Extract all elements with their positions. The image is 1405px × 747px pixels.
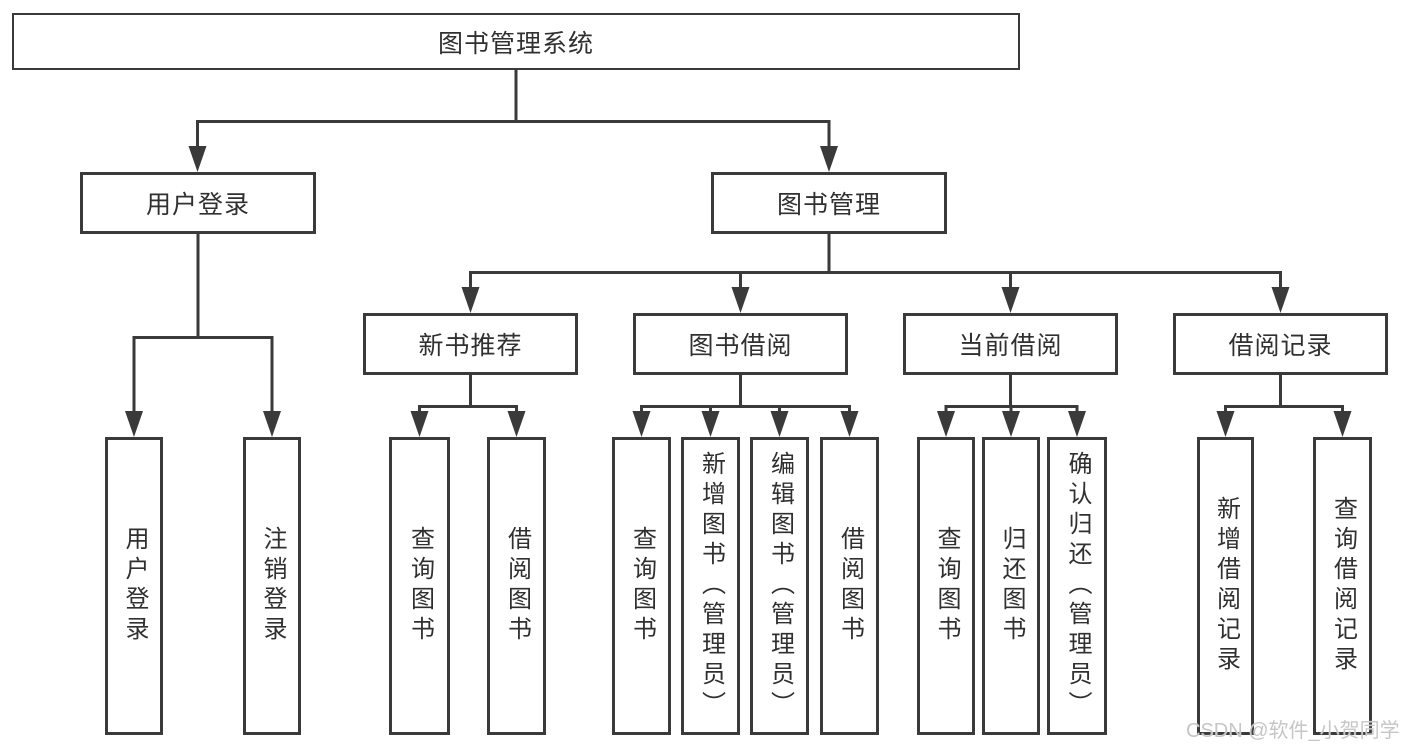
leaf-label: 编辑图书（管理员） [766,451,794,721]
arrow-down-icon [188,146,207,172]
arrow-down-icon [507,411,526,437]
arrow-down-icon [632,411,651,437]
node-user-login: 用户登录 [80,172,316,234]
leaf-add-book-admin: 新增图书（管理员） [681,437,740,735]
connector-new-rec-children [410,375,526,437]
arrow-down-icon [1333,411,1352,437]
connector-line [469,234,1282,289]
arrow-down-icon [1001,287,1020,313]
connector-current-children [937,375,1086,437]
leaf-label: 查询借阅记录 [1329,496,1357,676]
leaf-label: 查询图书 [933,526,960,646]
connector-line [1224,375,1344,413]
leaf-return-books: 归还图书 [982,437,1040,735]
connector-book-mgmt-to-level3 [461,234,1290,313]
arrow-down-icon [731,287,750,313]
leaf-logout-login: 注销登录 [243,437,301,735]
leaf-user-login: 用户登录 [105,437,163,735]
node-book-management: 图书管理 [711,172,947,234]
arrow-down-icon [820,146,838,172]
arrow-down-icon [410,411,429,437]
leaf-label: 新增借阅记录 [1212,496,1240,676]
arrow-down-icon [1271,287,1290,313]
node-library-management-system: 图书管理系统 [12,13,1020,70]
connector-line [640,375,851,413]
connector-root-to-level2 [188,70,838,172]
connector-user-login-children [125,234,281,437]
arrow-down-icon [840,411,859,437]
leaf-label: 归还图书 [998,526,1025,646]
leaf-query-books-c: 查询图书 [917,437,975,735]
connector-records-children [1216,375,1352,437]
leaf-query-books-a: 查询图书 [389,437,450,735]
arrow-down-icon [1216,411,1235,437]
leaf-label: 注销登录 [259,526,286,646]
arrow-down-icon [701,411,720,437]
connector-borrowing-children [632,375,859,437]
connector-line [944,375,1079,413]
arrow-down-icon [770,411,789,437]
leaf-edit-book-admin: 编辑图书（管理员） [750,437,809,735]
node-new-book-recommend: 新书推荐 [363,313,578,375]
leaf-label: 查询图书 [628,526,656,646]
leaf-query-books-b: 查询图书 [612,437,671,735]
leaf-label: 确认归还（管理员） [1064,451,1091,721]
node-book-borrowing: 图书借阅 [633,313,848,375]
leaf-label: 查询图书 [406,526,434,646]
node-borrowing-records: 借阅记录 [1173,313,1388,375]
leaf-label: 用户登录 [121,526,148,646]
leaf-confirm-return-admin: 确认归还（管理员） [1047,437,1107,735]
leaf-label: 借阅图书 [836,526,864,646]
watermark-text: CSDN @软件_小贺同学 [1186,720,1400,742]
leaf-label: 新增图书（管理员） [697,451,725,721]
leaf-label: 借阅图书 [503,526,531,646]
arrow-down-icon [1068,411,1086,437]
connector-line [196,70,831,148]
arrow-down-icon [461,287,480,313]
leaf-borrow-books-b: 借阅图书 [820,437,879,735]
arrow-down-icon [125,411,143,437]
leaf-borrow-books-a: 借阅图书 [487,437,546,735]
leaf-add-borrow-record: 新增借阅记录 [1197,437,1254,735]
connector-line [418,375,518,413]
arrow-down-icon [263,411,281,437]
leaf-query-borrow-record: 查询借阅记录 [1313,437,1372,735]
arrow-down-icon [1002,411,1020,437]
connector-line [132,234,274,413]
node-current-borrowing: 当前借阅 [903,313,1118,375]
arrow-down-icon [937,411,955,437]
